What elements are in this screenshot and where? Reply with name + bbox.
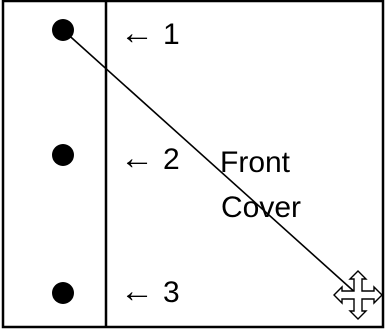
punch-hole-3: [52, 282, 74, 304]
punch-hole-1: [52, 19, 74, 41]
hole-label-3: ← 3: [120, 272, 180, 310]
left-arrow-icon: ←: [120, 139, 154, 177]
move-cursor-icon[interactable]: [333, 270, 383, 320]
hole-number-3: 3: [163, 276, 180, 309]
punch-hole-2: [52, 144, 74, 166]
hole-label-2: ← 2: [120, 139, 180, 177]
diagonal-line: [62, 29, 359, 296]
cover-label-cover: Cover: [221, 191, 301, 224]
hole-label-1: ← 1: [120, 14, 180, 52]
left-arrow-icon: ←: [120, 14, 154, 52]
hole-number-1: 1: [163, 18, 180, 51]
hole-number-2: 2: [163, 143, 180, 176]
left-arrow-icon: ←: [120, 272, 154, 310]
cover-label-front: Front: [220, 146, 291, 179]
